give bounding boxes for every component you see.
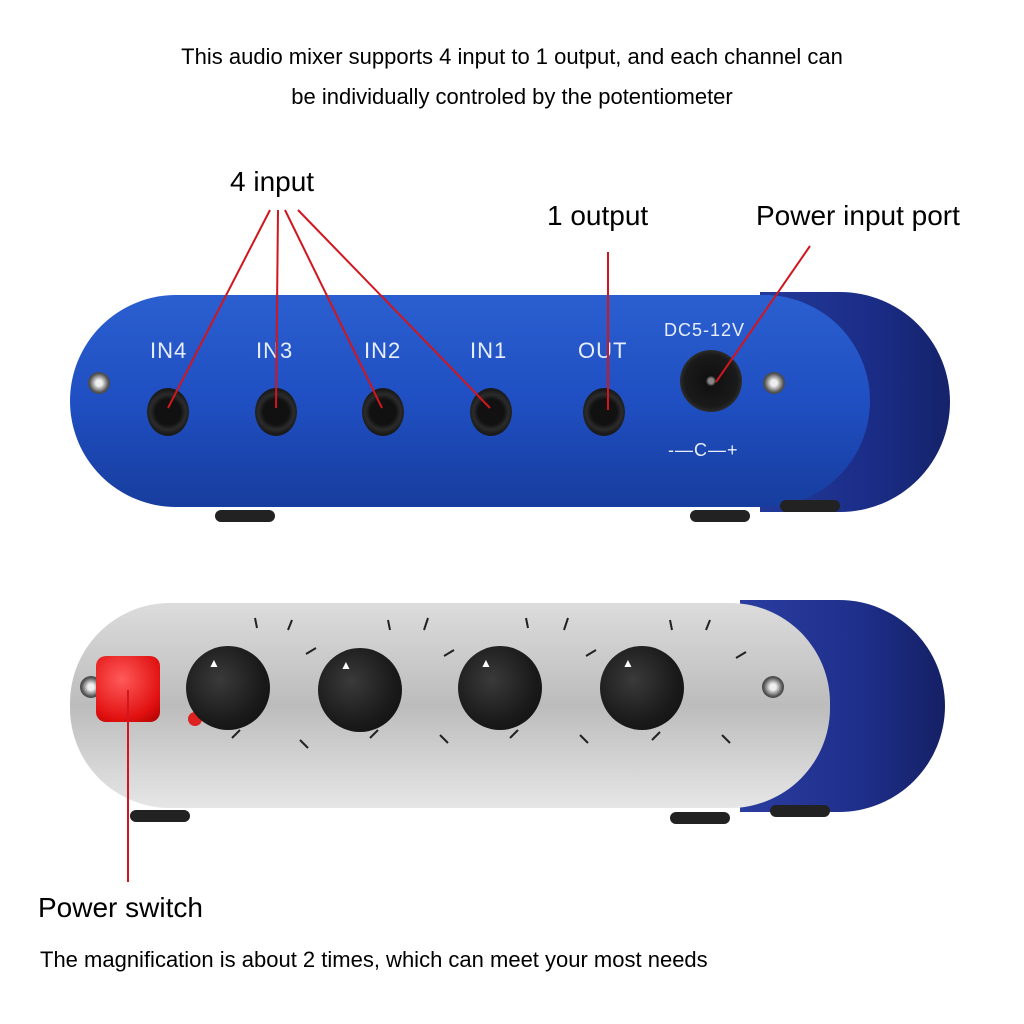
knob-indicator-icon: ▲ [340,658,352,672]
scale-tick [369,729,379,739]
leader-line-in1 [297,209,491,409]
headline-line-2: be individually controled by the potenti… [291,84,733,109]
scale-tick [735,651,747,659]
scale-tick [299,739,309,749]
volume-knob-1[interactable]: ▲ [186,646,270,730]
scale-tick [387,619,391,631]
knob-ticks-group [231,617,747,749]
jack-label-in4: IN4 [150,338,188,363]
scale-tick [651,731,661,741]
scale-tick [439,734,449,744]
scale-tick [525,617,529,629]
footer-caption: The magnification is about 2 times, whic… [40,947,708,972]
device-foot [690,510,750,522]
scale-tick [305,647,317,655]
callout-output: 1 output [547,200,649,231]
jack-label-out: OUT [578,338,628,363]
scale-tick [287,619,293,631]
leader-line-in2 [284,209,383,409]
scale-tick [423,617,429,631]
device-foot [770,805,830,817]
jack-out[interactable] [583,388,625,436]
headline-line-1: This audio mixer supports 4 input to 1 o… [181,44,843,69]
power-port-label: DC5-12V [664,320,746,340]
device-foot [780,500,840,512]
jack-label-in3: IN3 [256,338,294,363]
scale-tick [721,734,731,744]
callout-power-switch: Power switch [38,892,203,923]
knob-indicator-icon: ▲ [208,656,220,670]
screw-icon [763,372,785,394]
leader-line-power-port [715,245,811,383]
jack-label-in1: IN1 [470,338,508,363]
jack-in2[interactable] [362,388,404,436]
device-foot [130,810,190,822]
scale-tick [254,617,258,629]
scale-tick [509,729,519,739]
callout-inputs: 4 input [230,166,315,197]
leader-line-in3 [275,209,279,409]
device-foot [670,812,730,824]
scale-tick [579,734,589,744]
device-front-panel [70,295,870,507]
jack-label-in2: IN2 [364,338,402,363]
volume-knob-4[interactable]: ▲ [600,646,684,730]
polarity-symbol: -—C—+ [668,440,739,460]
device-foot [215,510,275,522]
screw-icon [762,676,784,698]
scale-tick [669,619,673,631]
leader-line-in4 [167,209,271,409]
jack-in4[interactable] [147,388,189,436]
scale-tick [585,649,597,657]
volume-knob-3[interactable]: ▲ [458,646,542,730]
knob-indicator-icon: ▲ [480,656,492,670]
scale-tick [443,649,455,657]
screw-icon [88,372,110,394]
callout-power-port: Power input port [756,200,960,231]
volume-knob-2[interactable]: ▲ [318,648,402,732]
scale-tick [705,619,711,631]
scale-tick [231,729,241,739]
scale-tick [563,617,569,631]
knob-indicator-icon: ▲ [622,656,634,670]
